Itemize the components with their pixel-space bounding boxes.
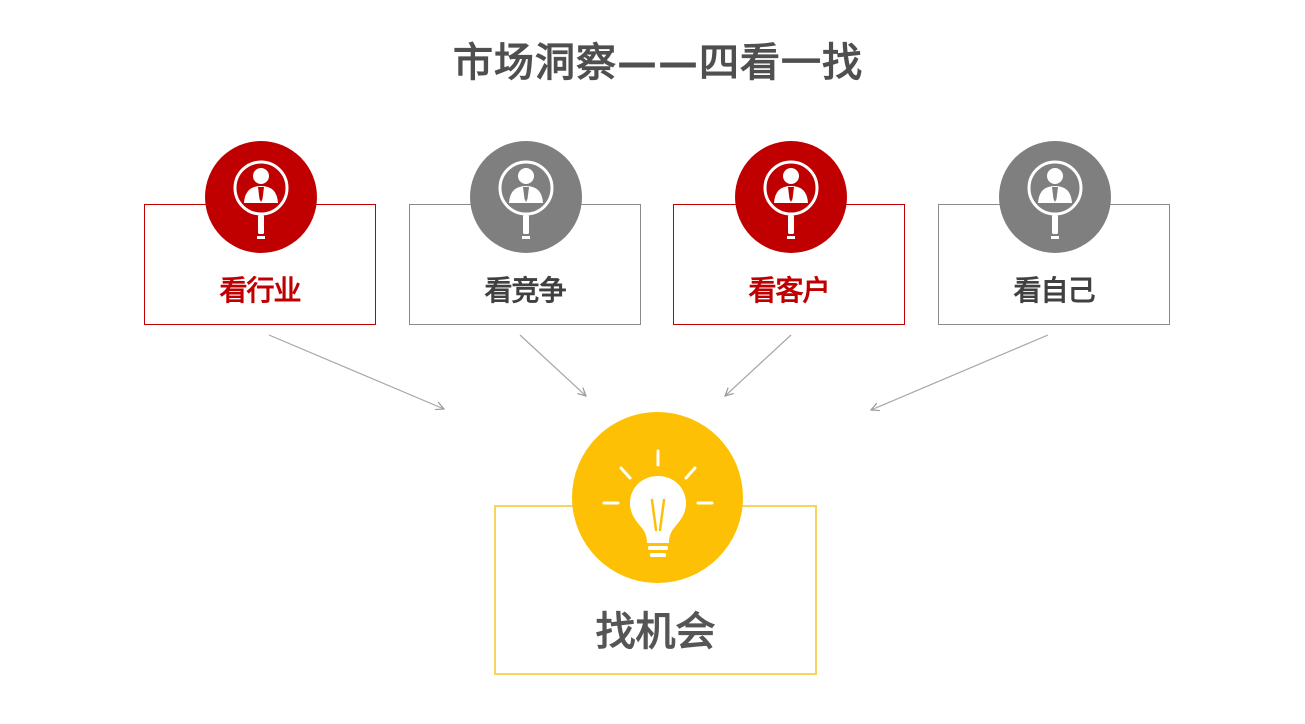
- input-box-customer: 看客户: [673, 204, 905, 325]
- diagram-title: 市场洞察——四看一找: [453, 40, 863, 86]
- input-box-self: 看自己: [938, 204, 1170, 325]
- input-label-customer: 看客户: [748, 274, 830, 307]
- input-label-industry: 看行业: [219, 274, 301, 307]
- arrow-self: [871, 334, 1049, 410]
- arrow-industry: [268, 334, 444, 409]
- input-label-self: 看自己: [1013, 274, 1095, 307]
- arrow-competition: [519, 334, 586, 396]
- person-magnifier-icon: [735, 141, 847, 253]
- person-magnifier-icon: [999, 141, 1111, 253]
- arrow-customer: [725, 334, 792, 396]
- input-label-competition: 看竞争: [484, 274, 566, 307]
- lightbulb-icon: [572, 412, 743, 583]
- outcome-label: 找机会: [595, 609, 716, 655]
- person-magnifier-icon: [205, 141, 317, 253]
- person-magnifier-icon: [470, 141, 582, 253]
